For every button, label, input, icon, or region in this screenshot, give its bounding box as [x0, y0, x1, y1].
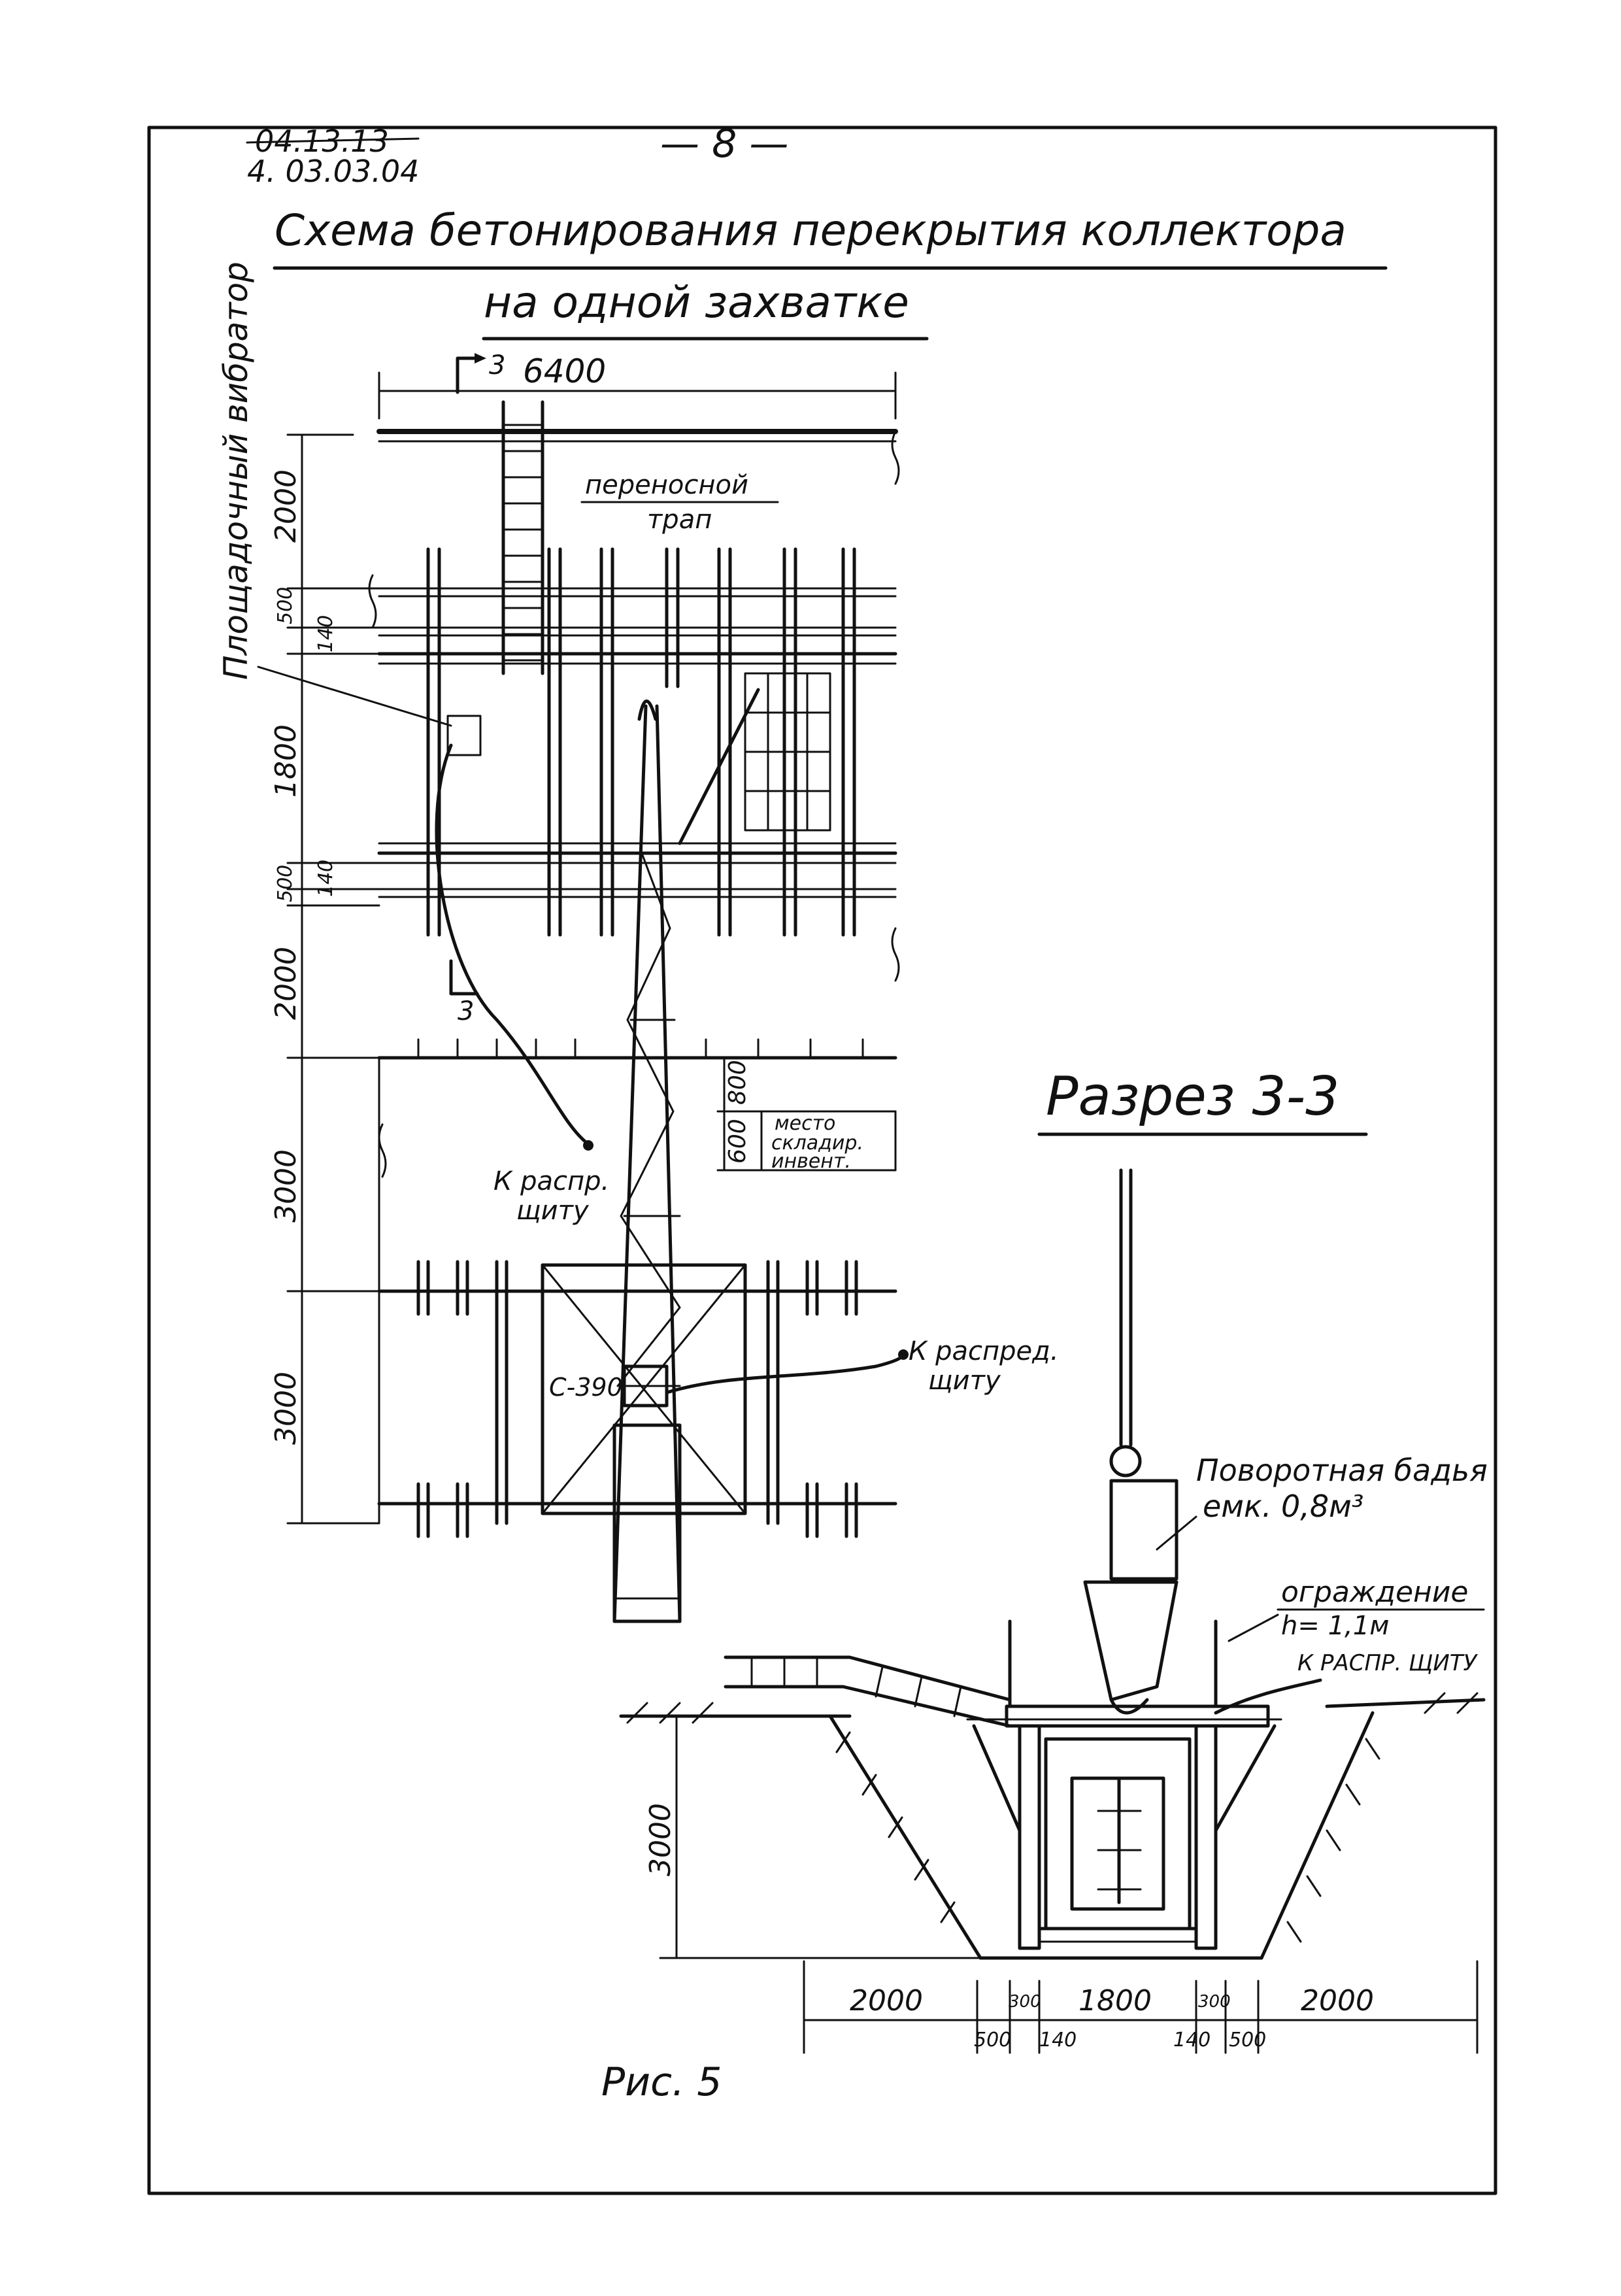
bucket-label-2: емк. 0,8м³: [1203, 1489, 1363, 1524]
dim-v-1800: 1800: [269, 724, 303, 798]
title-line-1: Схема бетонирования перекрытия коллектор…: [275, 205, 1346, 256]
panel-label: К РАСПР. ЩИТУ: [1297, 1650, 1479, 1676]
storage-label-1: место: [775, 1112, 835, 1135]
dim-width-value: 6400: [523, 352, 606, 390]
bottom-dim-140-left: 140: [1039, 2029, 1077, 2051]
figure-caption: Рис. 5: [601, 2059, 722, 2105]
fence-leader: [1228, 1613, 1279, 1642]
vibrator-label: Площадочный вибратор: [217, 262, 255, 680]
dim-v-500-top: 500: [274, 587, 297, 624]
fence-label-1: ограждение: [1281, 1576, 1469, 1609]
to-panel-1-a: К распр.: [493, 1166, 609, 1196]
dim-v-3000-1: 3000: [269, 1149, 303, 1223]
ground-and-trench: [619, 1692, 1486, 1960]
ladder-label-1: переносной: [585, 470, 748, 500]
plan-formwork-bands: [377, 587, 897, 898]
header-code-strike: [246, 137, 420, 144]
bucket-leader: [1156, 1515, 1197, 1551]
bottom-dim-140-right: 140: [1173, 2029, 1211, 2051]
dim-v-2000-top: 2000: [269, 469, 303, 543]
vibrator-leader: [257, 666, 452, 727]
hoist-hook: [1109, 1445, 1142, 1477]
page-number: — 8 —: [660, 121, 788, 167]
dim-v-500-bottom: 500: [274, 865, 297, 902]
portable-ladder: [501, 400, 544, 675]
header-code-2: 4. 03.03.04: [247, 154, 419, 189]
drawing-frame: [147, 126, 1497, 2195]
section-title: Разрез 3-3: [1046, 1066, 1339, 1128]
to-panel-1-b: щиту: [516, 1196, 590, 1226]
vibrator-plug: [583, 1140, 593, 1151]
storage-dim-800: 800: [724, 1060, 751, 1105]
plan-vertical-posts: [426, 547, 856, 937]
section-mark-bottom-label: 3: [458, 996, 474, 1026]
section-mark-top-label: 3: [489, 350, 505, 380]
crane-label: С-390: [549, 1373, 623, 1402]
section-mark-top: [456, 356, 479, 394]
fence-label-2: h= 1,1м: [1281, 1611, 1389, 1641]
bottom-dim-300-left: 300: [1009, 1992, 1041, 2012]
bucket-label-1: Поворотная бадья: [1196, 1453, 1488, 1488]
storage-dim-600: 600: [724, 1119, 751, 1164]
break-mark-3: [891, 927, 900, 982]
brace-right: [1214, 1724, 1277, 1832]
bottom-dim-2000-left: 2000: [850, 1984, 923, 2017]
rebar-mesh: [744, 672, 831, 832]
collector-section: [1018, 1724, 1218, 1950]
vibrator-cable: [435, 743, 590, 1146]
storage-label-3: инвент.: [771, 1150, 851, 1173]
rotary-bucket: [1083, 1479, 1178, 1715]
dim-v-2000-bottom: 2000: [269, 947, 303, 1020]
depth-dim-value: 3000: [644, 1803, 677, 1876]
brace-left: [972, 1724, 1022, 1832]
vibrator-symbol: [446, 715, 482, 756]
storage-label-2: складир.: [771, 1132, 863, 1155]
dim-v-140-bottom: 140: [314, 860, 337, 897]
to-panel-2-a: К распред.: [909, 1336, 1059, 1366]
dim-v-140-top: 140: [314, 615, 337, 652]
title-line-2: на одной захватке: [484, 277, 909, 328]
crane-cable: [665, 1355, 904, 1394]
break-mark-1: [368, 574, 377, 629]
crane-boom: [612, 700, 682, 1623]
to-panel-2-b: щиту: [928, 1366, 1001, 1396]
bottom-dim-500-left: 500: [974, 2029, 1011, 2051]
ladder-label-2: трап: [647, 505, 712, 535]
plan-cable-diagonal: [678, 688, 760, 845]
dim-vertical-ticks: [286, 433, 380, 1525]
bottom-dim-500-right: 500: [1229, 2029, 1266, 2051]
deck-platform: [1005, 1704, 1270, 1728]
break-mark-2: [891, 430, 900, 485]
plan-lower-band-ticks: [417, 1038, 864, 1059]
crane-plug: [898, 1349, 909, 1360]
storage-area: [760, 1110, 897, 1172]
bottom-dim-ticks: [803, 1960, 1479, 2054]
dim-v-3000-2: 3000: [269, 1372, 303, 1445]
section-mark-top-arrow: [475, 353, 486, 363]
section-mark-bottom: [449, 959, 479, 996]
bottom-dim-1800: 1800: [1078, 1984, 1152, 2017]
plan-lower-posts: [416, 1260, 858, 1538]
bottom-dim-2000-right: 2000: [1301, 1984, 1374, 2017]
crane-base: [541, 1263, 747, 1623]
section-ramp: [724, 1655, 1012, 1728]
bottom-dim-300-right: 300: [1198, 1992, 1231, 2012]
